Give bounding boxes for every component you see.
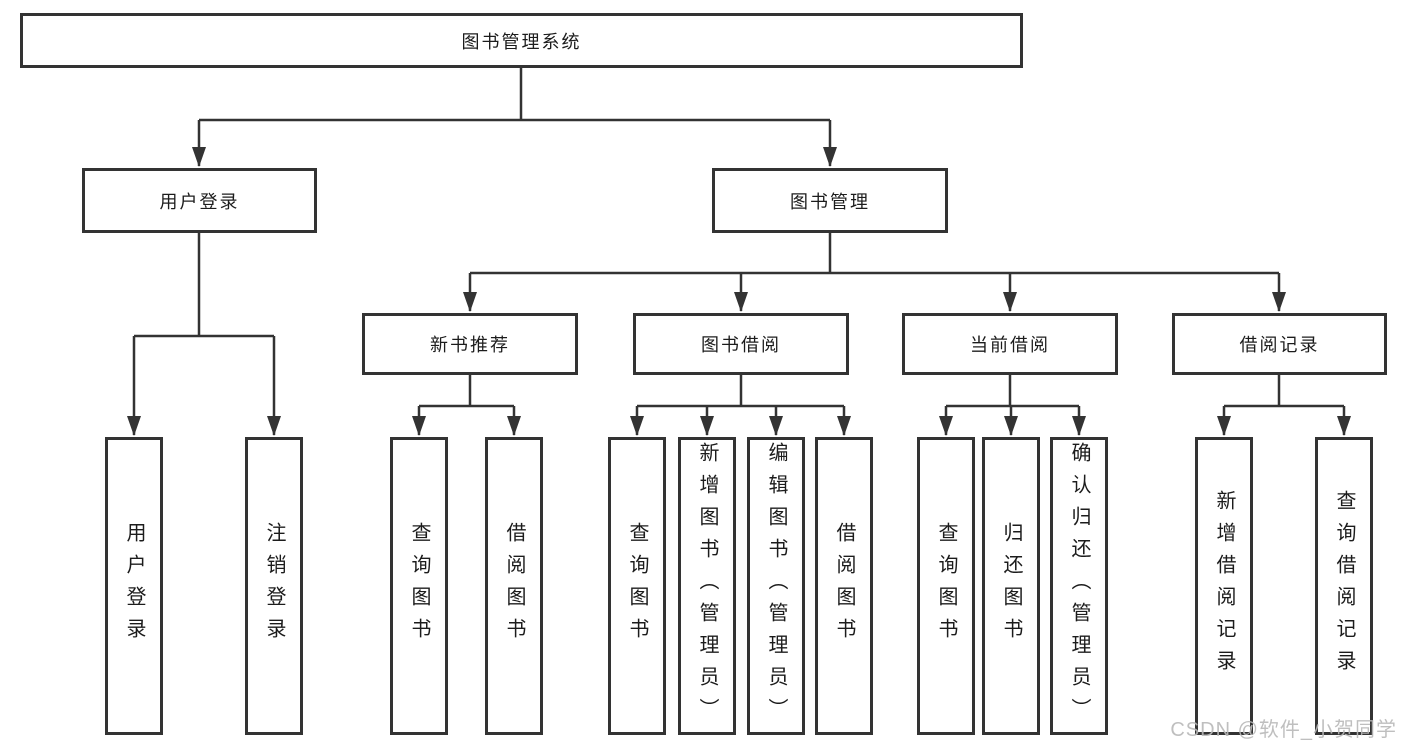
leaf-br-add-record: 新增借阅记录 <box>1195 437 1253 735</box>
leaf-cb-return-books: 归还图书 <box>982 437 1040 735</box>
node-root: 图书管理系统 <box>20 13 1023 68</box>
edges-borrowing-records <box>1217 375 1351 436</box>
node-book-management: 图书管理 <box>712 168 948 233</box>
leaf-bb-add-books-admin: 新增图书（管理员） <box>678 437 736 735</box>
edges-book-management <box>463 233 1286 312</box>
leaf-bb-query-books: 查询图书 <box>608 437 666 735</box>
node-current-borrowing: 当前借阅 <box>902 313 1118 375</box>
edges-book-borrowing <box>630 375 851 436</box>
node-book-borrowing: 图书借阅 <box>633 313 849 375</box>
leaf-bb-edit-books-admin: 编辑图书（管理员） <box>747 437 805 735</box>
leaf-br-query-record: 查询借阅记录 <box>1315 437 1373 735</box>
node-new-book-recommend: 新书推荐 <box>362 313 578 375</box>
node-user-login: 用户登录 <box>82 168 317 233</box>
leaf-logout-login: 注销登录 <box>245 437 303 735</box>
edges-current-borrowing <box>939 375 1086 436</box>
leaf-nbr-query-books: 查询图书 <box>390 437 448 735</box>
node-borrowing-records: 借阅记录 <box>1172 313 1387 375</box>
leaf-cb-confirm-return-admin: 确认归还（管理员） <box>1050 437 1108 735</box>
edges-user-login <box>127 233 281 436</box>
leaf-user-login: 用户登录 <box>105 437 163 735</box>
leaf-bb-borrow-books: 借阅图书 <box>815 437 873 735</box>
csdn-watermark: CSDN @软件_小贺同学 <box>1170 719 1397 741</box>
edges-new-book-recommend <box>412 375 521 436</box>
leaf-cb-query-books: 查询图书 <box>917 437 975 735</box>
leaf-nbr-borrow-books: 借阅图书 <box>485 437 543 735</box>
edges-root <box>192 68 837 167</box>
